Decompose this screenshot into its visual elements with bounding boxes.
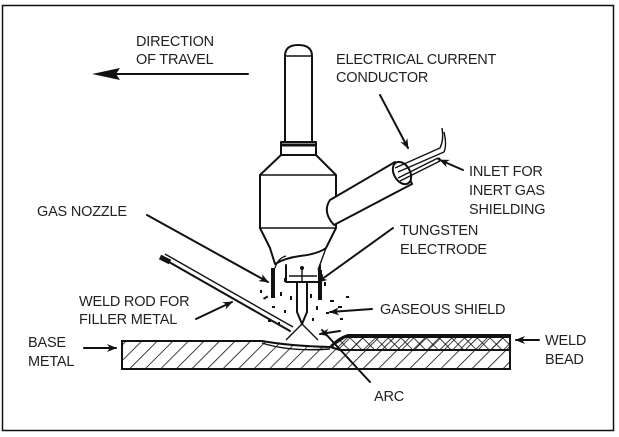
label-weld-bead-1: WELD: [545, 333, 586, 349]
arc: [285, 323, 319, 341]
weld-bead: [261, 334, 511, 351]
torch-cap: [284, 44, 313, 143]
leader-lines: [83, 94, 540, 383]
label-gaseous-shield: GASEOUS SHIELD: [380, 302, 505, 318]
label-base-metal-1: BASE: [28, 335, 66, 351]
gas-nozzle: [271, 247, 327, 300]
label-electrical-current-1: ELECTRICAL CURRENT: [336, 52, 497, 68]
torch-collar: [280, 141, 317, 156]
label-weld-bead-2: BEAD: [545, 352, 584, 368]
label-direction-of-travel-1: DIRECTION: [136, 34, 214, 50]
leader-gaseous-shield: [329, 307, 373, 316]
leader-tungsten: [317, 227, 394, 283]
label-tungsten-2: ELECTRODE: [400, 242, 487, 258]
label-electrical-current-2: CONDUCTOR: [336, 70, 428, 86]
leader-inlet-gas: [439, 159, 464, 171]
leader-electrical-conductor: [379, 94, 409, 149]
leader-gas-nozzle: [146, 214, 269, 283]
label-arc: ARC: [374, 389, 404, 405]
direction-arrow: [92, 68, 249, 80]
label-inlet-1: INLET FOR: [469, 164, 543, 180]
leader-weld-rod: [195, 301, 233, 320]
leader-arc-tip: [319, 328, 341, 337]
gaseous-shield-dots: [260, 278, 349, 325]
weld-rod: [158, 253, 294, 332]
label-tungsten-1: TUNGSTEN: [400, 223, 478, 239]
label-inlet-2: INERT GAS: [469, 183, 545, 199]
label-inlet-3: SHIELDING: [469, 202, 545, 218]
label-weld-rod-2: FILLER METAL: [79, 312, 177, 328]
figure-frame: [1, 4, 615, 432]
torch-body: [259, 154, 337, 265]
label-direction-of-travel-2: OF TRAVEL: [136, 52, 214, 68]
electrode-holder: [285, 264, 321, 283]
leader-arc: [321, 329, 371, 383]
label-weld-rod-1: WELD ROD FOR: [79, 294, 189, 310]
conductor-tubes: [394, 127, 447, 182]
tungsten-electrode: [296, 281, 308, 325]
label-base-metal-2: METAL: [28, 354, 74, 370]
label-gas-nozzle: GAS NOZZLE: [37, 204, 127, 220]
gas-hose: [325, 160, 413, 226]
